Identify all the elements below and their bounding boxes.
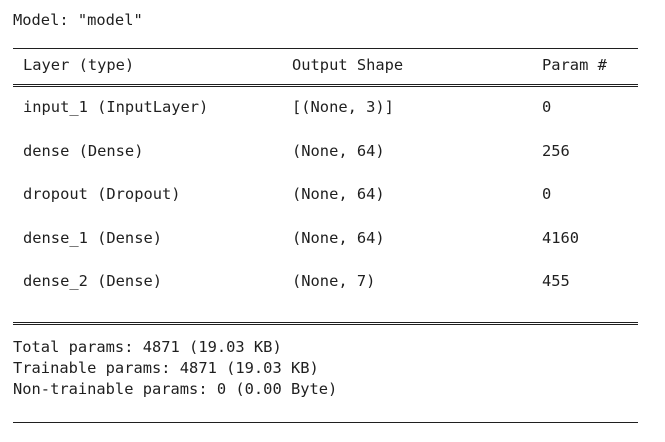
row-output-shape: (None, 64) xyxy=(292,185,385,203)
model-title: Model: "model" xyxy=(13,11,143,29)
row-layer: dense_1 (Dense) xyxy=(23,229,162,247)
bottom-rule xyxy=(13,422,638,423)
row-layer: dense_2 (Dense) xyxy=(23,272,162,290)
top-rule xyxy=(13,48,638,49)
row-param: 256 xyxy=(542,142,570,160)
row-output-shape: (None, 64) xyxy=(292,142,385,160)
row-param: 0 xyxy=(542,185,552,203)
row-param: 0 xyxy=(542,98,552,116)
row-layer: dropout (Dropout) xyxy=(23,185,181,203)
row-param: 4160 xyxy=(542,229,580,247)
footer-double-rule xyxy=(13,322,638,325)
header-layer: Layer (type) xyxy=(23,56,135,74)
row-layer: input_1 (InputLayer) xyxy=(23,98,209,116)
table-row: dense (Dense) (None, 64) 256 xyxy=(0,141,665,161)
non-trainable-params: Non-trainable params: 0 (0.00 Byte) xyxy=(13,380,338,398)
header-double-rule xyxy=(13,84,638,87)
row-output-shape: [(None, 3)] xyxy=(292,98,394,116)
row-param: 455 xyxy=(542,272,570,290)
row-layer: dense (Dense) xyxy=(23,142,144,160)
table-row: dropout (Dropout) (None, 64) 0 xyxy=(0,184,665,204)
row-output-shape: (None, 64) xyxy=(292,229,385,247)
trainable-params: Trainable params: 4871 (19.03 KB) xyxy=(13,359,319,377)
table-row: dense_1 (Dense) (None, 64) 4160 xyxy=(0,228,665,248)
row-output-shape: (None, 7) xyxy=(292,272,376,290)
table-row: input_1 (InputLayer) [(None, 3)] 0 xyxy=(0,97,665,117)
header-output-shape: Output Shape xyxy=(292,56,404,74)
header-param: Param # xyxy=(542,56,607,74)
total-params: Total params: 4871 (19.03 KB) xyxy=(13,338,282,356)
table-header: Layer (type) Output Shape Param # xyxy=(0,55,665,75)
table-row: dense_2 (Dense) (None, 7) 455 xyxy=(0,271,665,291)
